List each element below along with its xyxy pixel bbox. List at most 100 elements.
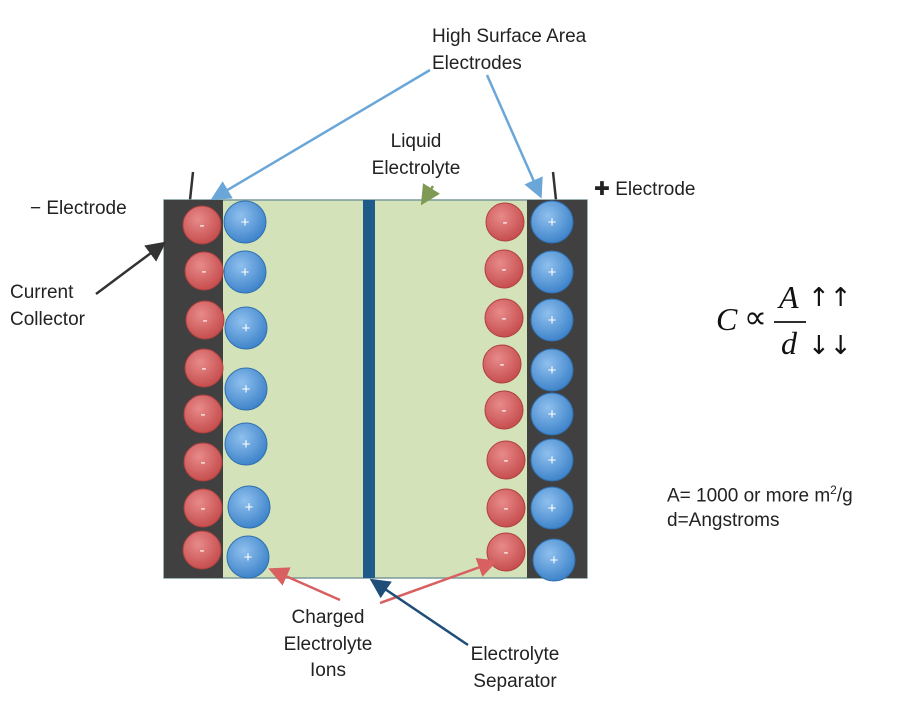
current-collector-label: Current Collector [10, 282, 85, 330]
arrow-ions-to-pos [268, 567, 341, 602]
high-surface-area-label: High Surface Area Electrodes [432, 26, 587, 74]
left-negative-ion-4: - [183, 394, 223, 434]
left-positive-ion-3: + [224, 367, 268, 411]
negative-ion-sign: - [201, 454, 206, 471]
left-positive-ion-5: + [227, 485, 271, 529]
negative-ion-sign: - [504, 544, 509, 561]
right-positive-ion-2: + [530, 298, 574, 342]
negative-ion-circle [485, 202, 525, 242]
negative-ion-sign: - [502, 310, 507, 327]
negative-ion-sign: - [201, 406, 206, 423]
positive-ion-sign: + [244, 549, 253, 566]
left-positive-ion-4: + [224, 422, 268, 466]
negative-ion-sign: - [503, 214, 508, 231]
negative-ion-circle [182, 530, 222, 570]
left-negative-ion-3: - [184, 348, 224, 388]
positive-ion-sign: + [242, 320, 251, 337]
positive-ion-circle [530, 298, 574, 342]
positive-ion-sign: + [550, 552, 559, 569]
arrow-current-collector [95, 241, 167, 296]
arrow-ions-to-neg [379, 558, 498, 605]
positive-ion-circle [530, 348, 574, 392]
positive-ion-circle [530, 392, 574, 436]
right-positive-ion-7: + [532, 538, 576, 582]
right-positive-ion-0: + [530, 200, 574, 244]
positive-ion-circle [227, 485, 271, 529]
negative-ion-circle [486, 440, 526, 480]
positive-ion-circle [224, 367, 268, 411]
positive-ion-circle [530, 200, 574, 244]
positive-ion-sign: + [548, 312, 557, 329]
positive-ion-sign: + [245, 499, 254, 516]
arrow-surface-to-pos [485, 74, 543, 199]
negative-ion-sign: - [202, 360, 207, 377]
arrow-liquid-electrolyte [420, 183, 440, 206]
electrolyte-separator-label: Electrolyte Separator [470, 644, 560, 692]
positive-electrode-label: ✚ Electrode [594, 179, 696, 200]
right-negative-ion-6: - [486, 488, 526, 528]
neg-terminal-wire [188, 171, 195, 201]
right-positive-ion-4: + [530, 392, 574, 436]
positive-ion-circle [223, 250, 267, 294]
right-negative-ion-4: - [484, 390, 524, 430]
left-negative-ion-1: - [184, 251, 224, 291]
right-positive-ion-5: + [530, 438, 574, 482]
positive-ion-circle [530, 250, 574, 294]
negative-ion-circle [484, 249, 524, 289]
right-positive-ion-6: + [530, 486, 574, 530]
negative-ion-circle [486, 488, 526, 528]
right-negative-ion-5: - [486, 440, 526, 480]
negative-ion-sign: - [201, 500, 206, 517]
right-positive-ion-3: + [530, 348, 574, 392]
positive-ion-sign: + [548, 452, 557, 469]
left-positive-ion-1: + [223, 250, 267, 294]
negative-ion-sign: - [502, 402, 507, 419]
charged-electrolyte-ions-label: Charged Electrolyte Ions [283, 607, 373, 682]
right-negative-ion-3: - [482, 344, 522, 384]
right-negative-ion-0: - [485, 202, 525, 242]
distance-note: d=Angstroms [667, 510, 780, 531]
area-note: A= 1000 or more m2/g [667, 483, 853, 507]
negative-ion-sign: - [502, 261, 507, 278]
negative-ion-sign: - [203, 312, 208, 329]
left-negative-ion-7: - [182, 530, 222, 570]
right-negative-ion-2: - [484, 298, 524, 338]
positive-ion-circle [224, 422, 268, 466]
left-positive-ion-2: + [224, 306, 268, 350]
negative-ion-circle [484, 298, 524, 338]
positive-ion-sign: + [548, 362, 557, 379]
positive-ion-sign: + [548, 264, 557, 281]
negative-ion-circle [184, 348, 224, 388]
positive-ion-sign: + [242, 381, 251, 398]
negative-ion-circle [183, 488, 223, 528]
negative-ion-sign: - [202, 263, 207, 280]
negative-ion-circle [185, 300, 225, 340]
left-positive-ion-6: + [226, 535, 270, 579]
positive-ion-sign: + [548, 214, 557, 231]
positive-ion-circle [224, 306, 268, 350]
left-negative-ion-2: - [185, 300, 225, 340]
negative-ion-sign: - [200, 217, 205, 234]
positive-ion-circle [530, 486, 574, 530]
arrow-surface-to-neg [210, 68, 431, 201]
liquid-electrolyte-label: Liquid Electrolyte [371, 131, 461, 179]
positive-ion-sign: + [241, 214, 250, 231]
arrow-separator [369, 578, 469, 647]
left-negative-ion-6: - [183, 488, 223, 528]
negative-ion-sign: - [504, 452, 509, 469]
pos-terminal-wire [551, 171, 558, 201]
right-negative-ion-1: - [484, 249, 524, 289]
negative-ion-sign: - [200, 542, 205, 559]
positive-ion-circle [226, 535, 270, 579]
negative-ion-circle [183, 394, 223, 434]
left-negative-ion-5: - [183, 442, 223, 482]
negative-electrode-label: − Electrode [30, 198, 127, 219]
positive-ion-circle [530, 438, 574, 482]
positive-ion-sign: + [548, 406, 557, 423]
negative-ion-circle [182, 205, 222, 245]
negative-ion-sign: - [500, 356, 505, 373]
left-positive-ion-0: + [223, 200, 267, 244]
positive-ion-circle [532, 538, 576, 582]
